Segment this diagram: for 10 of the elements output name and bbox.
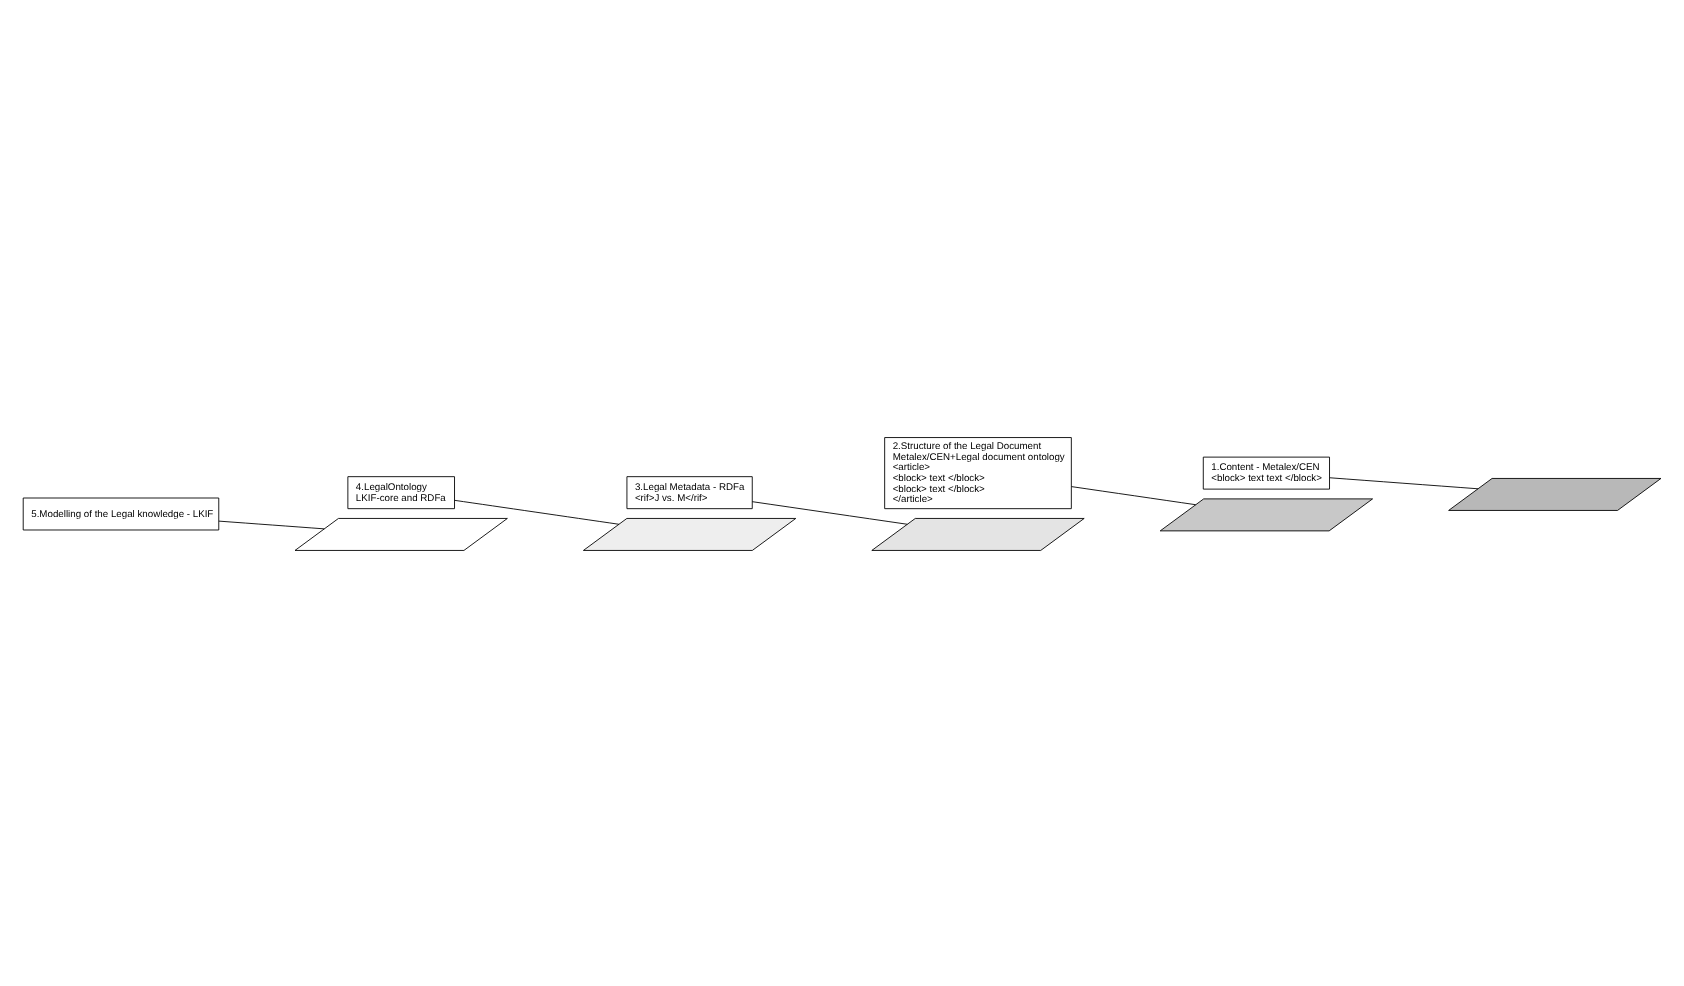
node-parallelogram — [1448, 477, 1662, 510]
connector — [1071, 485, 1197, 505]
node-parallelogram — [582, 517, 797, 550]
node-parallelogram — [1159, 497, 1374, 531]
node-parallelogram — [871, 517, 1085, 550]
connector — [218, 519, 325, 529]
connector — [454, 498, 620, 524]
node-parallelogram — [294, 517, 508, 550]
connector — [1329, 476, 1479, 489]
connector — [751, 500, 908, 524]
